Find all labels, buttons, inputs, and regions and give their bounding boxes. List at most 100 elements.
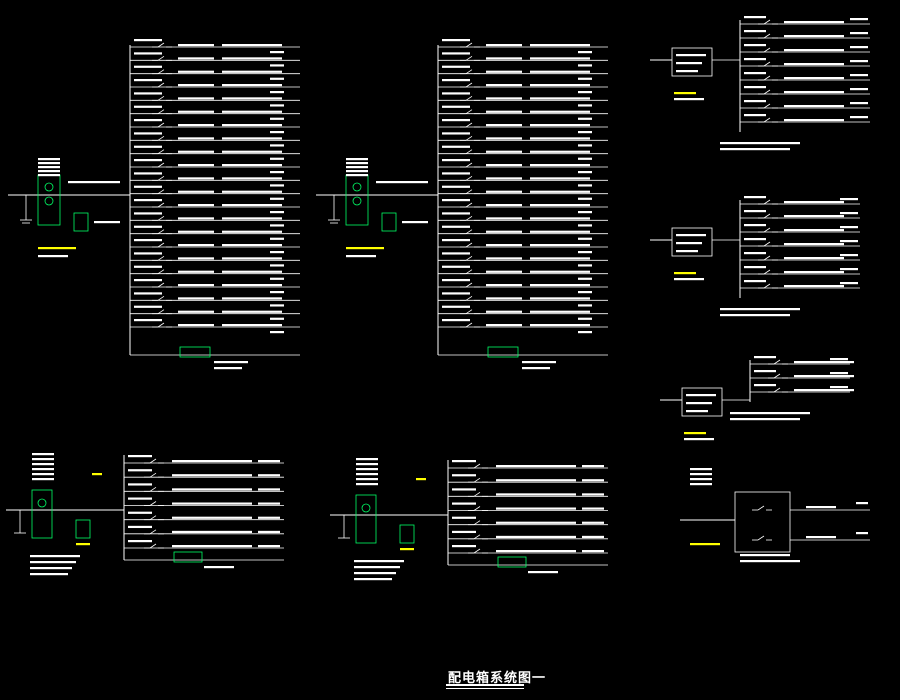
circuit-cable-text — [784, 271, 844, 274]
load-name-text — [222, 297, 282, 300]
note-text-bar — [38, 162, 60, 165]
load-name-text — [530, 137, 590, 140]
breaker-contact — [763, 117, 771, 123]
load-name-text — [222, 57, 282, 60]
load-name-text — [258, 516, 280, 519]
circuit-cable-text — [178, 217, 214, 220]
panel-label-text — [690, 543, 720, 546]
circuit-cable-text — [486, 44, 522, 47]
circuit-cable-text — [486, 110, 522, 113]
circuit-cable-text — [784, 229, 844, 232]
breaker-contact — [157, 189, 165, 194]
breaker-rating-text — [134, 225, 162, 228]
bottom-note-text — [528, 571, 558, 574]
load-name-text — [222, 190, 282, 193]
note-text-bar — [346, 255, 376, 258]
note-text-bar — [38, 174, 60, 177]
circuit-cable-text — [486, 257, 522, 260]
load-name-text — [222, 284, 282, 287]
breaker-contact — [465, 56, 473, 61]
load-power-text — [578, 77, 592, 80]
circuit-cable-text — [178, 44, 214, 47]
breaker-rating-text — [134, 305, 162, 308]
breaker-rating-text — [134, 119, 162, 122]
breaker-rating-text — [128, 497, 152, 500]
panel-note-text — [674, 278, 704, 281]
load-name-text — [582, 507, 604, 510]
circuit-cable-text — [806, 506, 836, 509]
load-name-text — [582, 465, 604, 468]
breaker-contact — [157, 242, 165, 248]
breaker-contact — [149, 487, 157, 492]
load-name-text — [222, 230, 282, 233]
breaker-contact — [157, 322, 165, 328]
breaker-rating-text — [128, 511, 152, 514]
load-name-text — [222, 217, 282, 220]
load-name-text — [840, 212, 858, 215]
load-power-text — [578, 51, 592, 54]
circuit-cable-text — [178, 270, 214, 273]
panel-box-text — [686, 394, 716, 397]
load-name-text — [530, 217, 590, 220]
circuit-cable-text — [784, 49, 844, 52]
panel-note-text — [674, 98, 704, 101]
note-text-bar — [346, 158, 368, 161]
load-name-text — [850, 32, 868, 35]
breaker-rating-text — [744, 280, 766, 283]
note-text-bar — [356, 473, 378, 476]
breaker-contact — [773, 387, 781, 393]
circuit-cable-text — [486, 164, 522, 167]
load-name-text — [222, 44, 282, 47]
load-name-text — [530, 177, 590, 180]
circuit-cable-text — [496, 465, 576, 468]
breaker-contact — [157, 109, 165, 114]
load-power-text — [578, 144, 592, 147]
panel-remark-text — [730, 418, 800, 421]
breaker-contact — [473, 463, 481, 469]
circuit-cable-text — [178, 84, 214, 87]
load-name-text — [258, 474, 280, 477]
breaker-rating-text — [442, 279, 470, 282]
load-name-text — [840, 254, 858, 257]
breaker-rating-text — [744, 72, 766, 75]
breaker-contact — [465, 256, 473, 261]
breaker-contact — [465, 242, 473, 248]
circuit-cable-text — [178, 164, 214, 167]
load-power-text — [578, 251, 592, 254]
note-text-bar — [68, 181, 120, 184]
note-text-bar — [346, 170, 368, 173]
load-name-text — [530, 270, 590, 273]
load-power-text — [578, 117, 592, 120]
load-name-text — [258, 502, 280, 505]
circuit-cable-text — [486, 204, 522, 207]
load-name-text — [222, 270, 282, 273]
breaker-rating-text — [442, 79, 470, 82]
breaker-contact — [157, 309, 165, 314]
breaker-rating-text — [442, 132, 470, 135]
bottom-note-text — [204, 566, 234, 569]
load-name-text — [582, 535, 604, 539]
circuit-cable-text — [486, 244, 522, 247]
breaker-contact — [465, 229, 473, 234]
load-power-text — [578, 104, 592, 107]
title-underline-thin — [446, 688, 524, 689]
load-name-text — [530, 230, 590, 233]
breaker-contact — [763, 213, 771, 219]
circuit-cable-text — [172, 474, 252, 477]
breaker-rating-text — [744, 100, 766, 103]
breaker-rating-text — [134, 39, 162, 42]
breaker-contact — [157, 69, 165, 74]
load-name-text — [850, 116, 868, 119]
breaker-contact — [763, 89, 771, 95]
panel-note-text — [684, 438, 714, 441]
load-name-text — [530, 44, 590, 47]
load-name-text — [850, 102, 868, 105]
spd-box — [381, 212, 397, 232]
breaker-contact — [473, 492, 481, 497]
load-name-text — [530, 70, 590, 73]
panel-remark-text — [720, 314, 790, 317]
panel-remark-text — [720, 142, 800, 145]
distribution-panel-4 — [330, 458, 608, 581]
load-power-text — [270, 264, 284, 267]
